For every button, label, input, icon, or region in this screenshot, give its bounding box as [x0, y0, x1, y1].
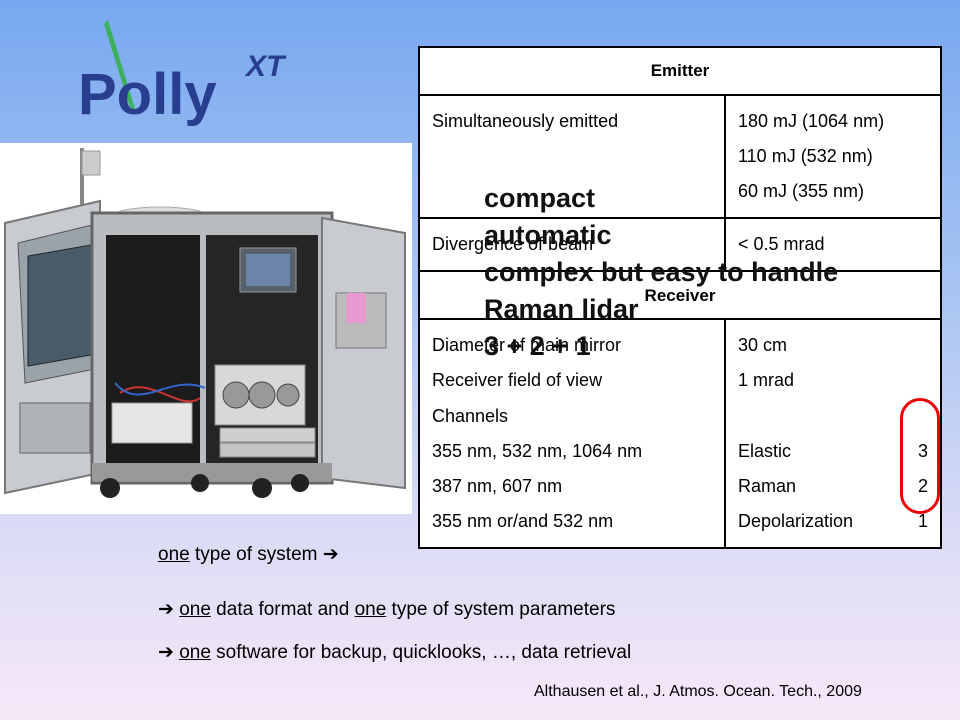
note2-mid: data format and: [210, 599, 355, 620]
receiver-values: 30 cm 1 mrad Elastic 3 Raman 2 Depolariz…: [724, 318, 942, 549]
channel-row-depol: Depolarization 1: [738, 504, 928, 539]
note2-one-b: one: [354, 599, 387, 620]
channels-spacer: [738, 399, 928, 434]
note-one-system: one type of system ➔: [158, 543, 339, 566]
channel-type-depol: Depolarization: [738, 510, 854, 531]
divergence-label: Divergence of beam: [418, 217, 726, 273]
channel-wavelengths-elastic: 355 nm, 532 nm, 1064 nm: [432, 440, 643, 461]
note2-rest: type of system parameters: [386, 599, 616, 620]
fov-label: Receiver field of view: [432, 370, 603, 391]
arrow-icon: ➔: [322, 543, 339, 565]
note-data-format: ➔ one data format and one type of system…: [158, 598, 615, 621]
note-software: ➔ one software for backup, quicklooks, ……: [158, 641, 631, 664]
channel-count-raman: 2: [917, 475, 928, 496]
channel-row-raman: Raman 2: [738, 469, 928, 504]
channel-row-elastic: Elastic 3: [738, 434, 928, 469]
logo-text: Polly: [78, 62, 217, 127]
note3-one: one: [179, 642, 211, 663]
mirror-label: Diameter of main mirror: [432, 335, 622, 356]
divergence-value: < 0.5 mrad: [724, 217, 942, 273]
note2-one-a: one: [179, 599, 211, 620]
channel-count-elastic: 3: [917, 440, 928, 461]
feature-compact: compact: [484, 183, 596, 213]
mirror-value: 30 cm: [738, 335, 788, 356]
arrow-icon: ➔: [158, 641, 174, 663]
channel-wavelengths-depol: 355 nm or/and 532 nm: [432, 510, 614, 531]
logo-suffix: XT: [244, 50, 287, 83]
note1-rest: type of system: [189, 544, 323, 565]
energy-1064: 180 mJ (1064 nm): [738, 111, 885, 131]
feature-raman-lidar: Raman lidar: [484, 294, 639, 324]
energy-532: 110 mJ (532 nm): [738, 146, 873, 167]
note1-one: one: [158, 544, 190, 565]
receiver-labels: Diameter of main mirror Receiver field o…: [418, 318, 726, 549]
receiver-header: Receiver: [418, 270, 942, 321]
feature-overlay: compact automatic complex but easy to ha…: [484, 180, 838, 365]
channel-wavelengths-raman: 387 nm, 607 nm: [432, 475, 563, 496]
fov-value: 1 mrad: [738, 370, 795, 391]
feature-complex: complex but easy to handle: [484, 257, 839, 287]
feature-automatic: automatic: [484, 220, 612, 250]
spec-table: Emitter Simultaneously emitted 180 mJ (1…: [418, 46, 942, 549]
logo-swoosh: [104, 20, 136, 114]
channel-count-depol: 1: [917, 510, 928, 531]
channels-label: Channels: [432, 405, 509, 426]
lidar-cabinet-photo: [0, 143, 412, 514]
energy-355: 60 mJ (355 nm): [738, 181, 865, 202]
simultaneous-values: 180 mJ (1064 nm) 110 mJ (532 nm) 60 mJ (…: [724, 93, 942, 220]
citation: Althausen et al., J. Atmos. Ocean. Tech.…: [534, 683, 862, 700]
emitter-header: Emitter: [418, 46, 942, 96]
arrow-icon: ➔: [158, 598, 174, 620]
simultaneous-label: Simultaneously emitted: [418, 93, 726, 220]
feature-channel-sum: 3 + 2 + 1: [484, 331, 591, 361]
pollyxt-logo: Polly XT: [78, 20, 287, 127]
channel-type-elastic: Elastic: [738, 440, 792, 461]
note3-rest: software for backup, quicklooks, …, data…: [210, 642, 632, 663]
channel-type-raman: Raman: [738, 475, 797, 496]
